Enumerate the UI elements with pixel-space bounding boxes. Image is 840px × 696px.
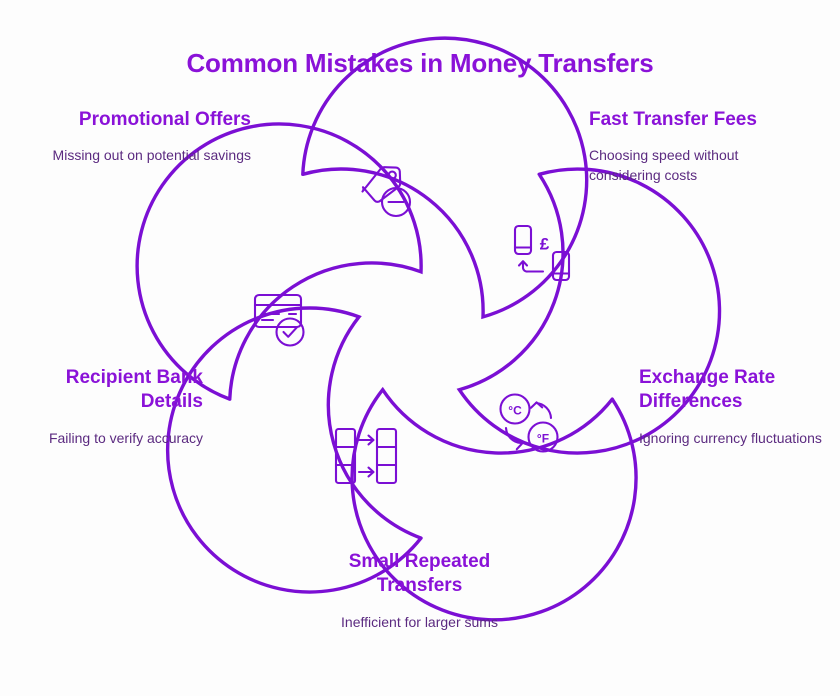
petal-promotional-offers[interactable] (456, 167, 722, 455)
label-recipient-bank-details: Recipient Bank Details Failing to verify… (0, 366, 203, 449)
heading-small-repeated-transfers: Small Repeated Transfers (348, 551, 491, 597)
pound-glyph: £ (540, 235, 550, 254)
petal-group (135, 36, 722, 622)
page-title: Common Mistakes in Money Transfers (186, 48, 654, 78)
fahrenheit-glyph: °F (537, 432, 549, 446)
bank-card-verified-icon (253, 293, 305, 347)
description-small-repeated-transfers: Inefficient for larger sums (341, 613, 498, 630)
celsius-fahrenheit-conversion-icon: °C °F (499, 393, 559, 453)
petal-fast-transfer-fees[interactable] (350, 386, 638, 622)
phone-to-phone-pound-transfer-icon: £ (513, 224, 571, 282)
stacked-columns-arrows-icon (334, 427, 398, 485)
heading-promotional-offers: Promotional Offers (78, 109, 251, 130)
description-promotional-offers: Missing out on potential savings (52, 147, 251, 164)
petal-exchange-rate-differences[interactable] (165, 306, 423, 594)
heading-fast-transfer-fees: Fast Transfer Fees (589, 109, 757, 130)
celsius-glyph: °C (508, 404, 522, 418)
heading-exchange-rate-differences: Exchange Rate Differences (639, 367, 776, 413)
label-fast-transfer-fees: Fast Transfer Fees Choosing speed withou… (589, 108, 804, 186)
price-tag-discount-icon (361, 166, 412, 218)
description-exchange-rate-differences: Ignoring currency fluctuations (639, 429, 822, 446)
description-recipient-bank-details: Failing to verify accuracy (48, 429, 203, 446)
label-exchange-rate-differences: Exchange Rate Differences Ignoring curre… (639, 366, 840, 449)
label-small-repeated-transfers: Small Repeated Transfers Inefficient for… (312, 550, 527, 633)
petal-recipient-bank-details[interactable] (301, 36, 589, 320)
petal-small-repeated-transfers[interactable] (135, 122, 423, 401)
label-promotional-offers: Promotional Offers Missing out on potent… (36, 108, 251, 166)
heading-recipient-bank-details: Recipient Bank Details (65, 367, 203, 413)
description-fast-transfer-fees: Choosing speed without considering costs (589, 147, 739, 184)
